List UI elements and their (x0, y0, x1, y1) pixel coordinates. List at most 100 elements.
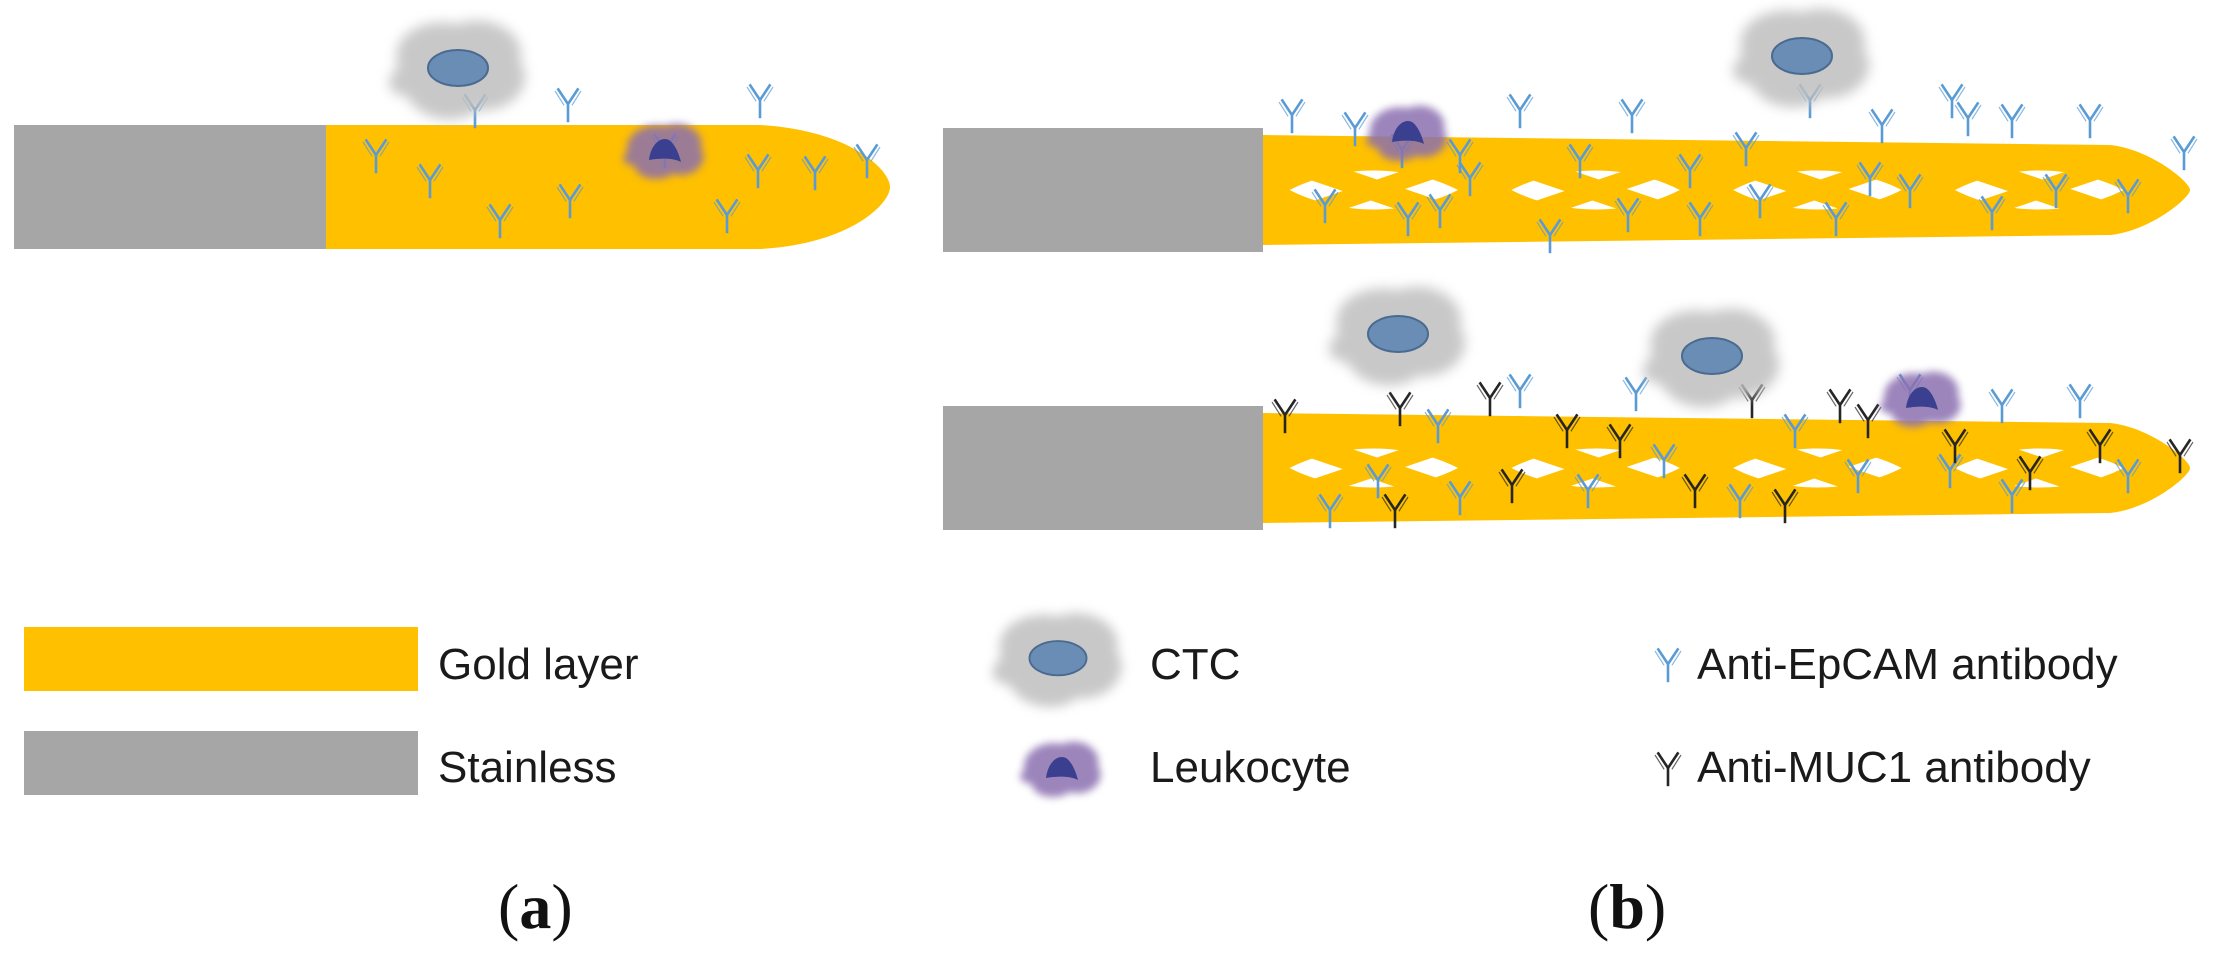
anti-epcam-antibody (554, 87, 582, 123)
gold-strand (1504, 429, 1688, 507)
anti-muc1-antibody (1498, 468, 1526, 504)
anti-epcam-antibody (2066, 383, 2094, 419)
gold-strand (1725, 151, 1909, 229)
anti-epcam-antibody (2042, 173, 2070, 209)
anti-epcam-antibody (1954, 101, 1982, 137)
anti-muc1-antibody (1681, 473, 1709, 509)
legend-stainless-label: Stainless (438, 743, 617, 792)
anti-muc1-antibody (1941, 428, 1969, 464)
anti-epcam-antibody (362, 138, 390, 174)
anti-epcam-antibody (1311, 188, 1339, 224)
anti-epcam-antibody (1341, 111, 1369, 147)
panel-a-letter: a (519, 871, 552, 942)
gold-strand (1947, 151, 2131, 229)
anti-muc1-antibody (1381, 493, 1409, 529)
panel-b-bottom (943, 406, 2190, 530)
stainless-rod-b-top (943, 128, 1263, 252)
anti-epcam-antibody (1536, 218, 1564, 254)
legend-icons (992, 613, 1682, 798)
panel-a-close: ) (551, 871, 573, 942)
leukocyte-cell (1366, 105, 1447, 162)
anti-muc1-antibody (1606, 423, 1634, 459)
anti-epcam-antibody (1506, 93, 1534, 129)
anti-epcam-antibody (1614, 197, 1642, 233)
ctc-cell (388, 20, 526, 120)
anti-epcam-antibody (853, 143, 881, 179)
leukocyte-icon (1020, 741, 1101, 798)
anti-epcam-antibody (1732, 131, 1760, 167)
legend-leukocyte-label: Leukocyte (1150, 743, 1351, 792)
legend-ctc-label: CTC (1150, 640, 1241, 689)
anti-epcam-antibody (1856, 161, 1884, 197)
anti-epcam-antibody (1278, 98, 1306, 134)
anti-epcam-antibody (1618, 98, 1646, 134)
anti-epcam-antibody (1566, 143, 1594, 179)
anti-epcam-antibody (1988, 388, 2016, 424)
ctc-cell (1732, 8, 1870, 108)
anti-epcam-antibody (746, 83, 774, 119)
cells-layer (388, 8, 1961, 428)
anti-epcam-antibody (1426, 193, 1454, 229)
anti-epcam-antibody (556, 183, 584, 219)
stainless-rod-a (14, 125, 326, 249)
anti-epcam-antibody (2114, 458, 2142, 494)
panel-b-close: ) (1644, 871, 1667, 942)
anti-epcam-antibody (416, 163, 444, 199)
panel-a-open: ( (498, 871, 520, 942)
anti-epcam-antibody (1781, 413, 1809, 449)
panel-label-a: (a) (498, 875, 573, 939)
panel-label-b: (b) (1588, 875, 1666, 939)
anti-epcam-antibody (1822, 201, 1850, 237)
panel-b-top (943, 128, 2190, 252)
anti-epcam-antibody (2114, 178, 2142, 214)
anti-epcam-antibody (801, 155, 829, 191)
anti-epcam-antibody (1622, 376, 1650, 412)
anti-muc1-antibody (1271, 398, 1299, 434)
anti-epcam-antibody (744, 153, 772, 189)
gold-strand (1504, 151, 1688, 229)
legend (24, 613, 1682, 798)
anti-muc1-antibody (2016, 455, 2044, 491)
anti-muc1-antibody (1553, 413, 1581, 449)
anti-epcam-antibody (1686, 201, 1714, 237)
anti-epcam-antibody (713, 198, 741, 234)
anti-epcam-antibody (1424, 408, 1452, 444)
stainless-rod-b-bottom (943, 406, 1263, 530)
anti-epcam-antibody (1726, 483, 1754, 519)
anti-epcam-antibody (1938, 83, 1966, 119)
anti-epcam-antibody (2170, 135, 2198, 171)
anti-epcam-antibody (1650, 443, 1678, 479)
anti-muc1-antibody (2086, 428, 2114, 464)
leukocyte-cell (1880, 371, 1961, 428)
gold-strand (1282, 429, 1466, 507)
anti-epcam-antibody (1316, 493, 1344, 529)
panel-b-open: ( (1588, 871, 1610, 942)
legend-stainless-swatch (24, 731, 418, 795)
anti-muc1-antibody (1476, 381, 1504, 417)
anti-epcam-antibody (1506, 373, 1534, 409)
anti-epcam-antibody (1574, 473, 1602, 509)
ctc-icon (992, 613, 1122, 708)
anti-epcam-antibody (2076, 103, 2104, 139)
anti-epcam-antibody (1364, 463, 1392, 499)
anti-epcam-antibody (1998, 103, 2026, 139)
legend-anti-epcam-label: Anti-EpCAM antibody (1697, 640, 2118, 689)
gold-tip-a (326, 125, 890, 249)
anti-epcam-antibody (1746, 183, 1774, 219)
anti-muc1-icon (1654, 751, 1682, 787)
anti-epcam-antibody (1676, 153, 1704, 189)
leukocyte-cell (623, 123, 704, 180)
gold-network-b-top (1263, 135, 2190, 245)
gold-strand (1282, 151, 1466, 229)
anti-muc1-antibody (1854, 403, 1882, 439)
anti-epcam-antibody (1446, 480, 1474, 516)
anti-epcam-antibody (1896, 173, 1924, 209)
panel-b-letter: b (1609, 871, 1645, 942)
anti-epcam-antibody (1394, 201, 1422, 237)
ctc-cell (1642, 308, 1780, 408)
ctc-cell (1328, 286, 1466, 386)
legend-anti-muc1-label: Anti-MUC1 antibody (1697, 743, 2091, 792)
anti-muc1-antibody (1826, 388, 1854, 424)
